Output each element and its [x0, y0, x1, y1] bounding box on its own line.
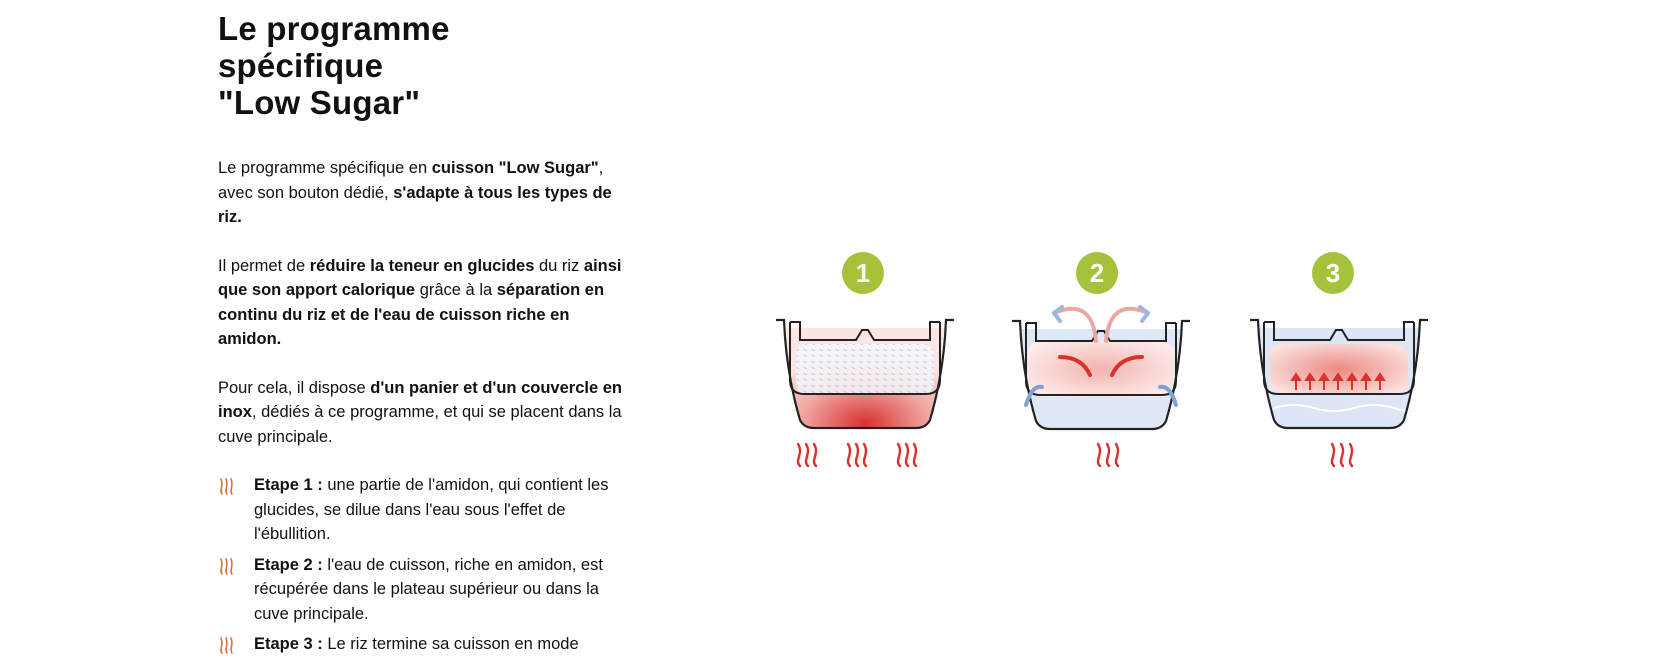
p2-text-3: grâce à la — [415, 281, 497, 299]
p3-bold-1: d'un panier et d'un couvercle en inox — [218, 378, 622, 422]
flame-bullet-icon — [220, 478, 233, 495]
equipment-paragraph: Pour cela, il dispose d'un panier et d'u… — [218, 376, 623, 450]
p1-bold-1: cuisson "Low Sugar" — [431, 159, 599, 177]
rice-cooker-pot-icon — [1012, 305, 1190, 431]
step-badge-2: 2 — [1076, 252, 1118, 294]
heat-waves-icon — [1330, 442, 1354, 468]
step-item: Etape 2 : l'eau de cuisson, riche en ami… — [218, 553, 623, 627]
rice-cooker-pot-icon — [776, 318, 954, 430]
p2-bold-2: ainsi que son apport calorique — [218, 256, 622, 300]
content-column: Le programme spécifique "Low Sugar" Le p… — [218, 10, 623, 657]
flame-bullet-icon — [220, 557, 233, 575]
p3-text-1: Pour cela, il dispose — [218, 378, 371, 397]
rice-cooker-pot-icon — [1250, 318, 1428, 430]
p2-bold-1: réduire la teneur en glucides — [309, 256, 535, 275]
p1-text-2: , avec son bouton dédié, — [218, 159, 604, 202]
step-1-label: Etape 1 : — [254, 476, 323, 494]
steam-arrow-icon — [1024, 305, 1178, 407]
title-line-2: "Low Sugar" — [218, 84, 421, 121]
page-title: Le programme spécifique "Low Sugar" — [218, 10, 623, 121]
step-badge-1: 1 — [842, 252, 884, 294]
step-1-text: une partie de l'amidon, qui contient les… — [254, 476, 609, 543]
p3-text-2: , dédiés à ce programme, et qui se place… — [218, 403, 622, 446]
heat-waves-icon — [1096, 442, 1120, 468]
p1-bold-2: s'adapte à tous les types de riz. — [218, 183, 612, 227]
flame-bullet-icon — [220, 637, 233, 654]
step-2-text: l'eau de cuisson, riche en amidon, est r… — [254, 555, 603, 623]
p1-text-1: Le programme spécifique en — [218, 159, 432, 177]
cooking-steps-diagram: 1 2 3 — [760, 245, 1440, 475]
step-item: Etape 1 : une partie de l'amidon, qui co… — [218, 473, 623, 547]
title-line-1: Le programme spécifique — [218, 10, 450, 84]
p2-text-2: du riz — [534, 256, 584, 275]
steps-list: Etape 1 : une partie de l'amidon, qui co… — [218, 473, 623, 657]
p2-bold-3: séparation en continu du riz et de l'eau… — [218, 281, 605, 348]
intro-paragraph: Le programme spécifique en cuisson "Low … — [218, 156, 623, 230]
step-2-label: Etape 2 : — [254, 555, 323, 574]
heat-waves-icon — [796, 442, 918, 468]
step-badge-3: 3 — [1312, 252, 1354, 294]
step-3-label: Etape 3 : — [254, 635, 323, 653]
benefit-paragraph: Il permet de réduire la teneur en glucid… — [218, 254, 623, 352]
step-item: Etape 3 : Le riz termine sa cuisson en m… — [218, 632, 623, 657]
p2-text-1: Il permet de — [218, 256, 310, 275]
step-3-text: Le riz termine sa cuisson en mode vapeur… — [327, 635, 579, 653]
